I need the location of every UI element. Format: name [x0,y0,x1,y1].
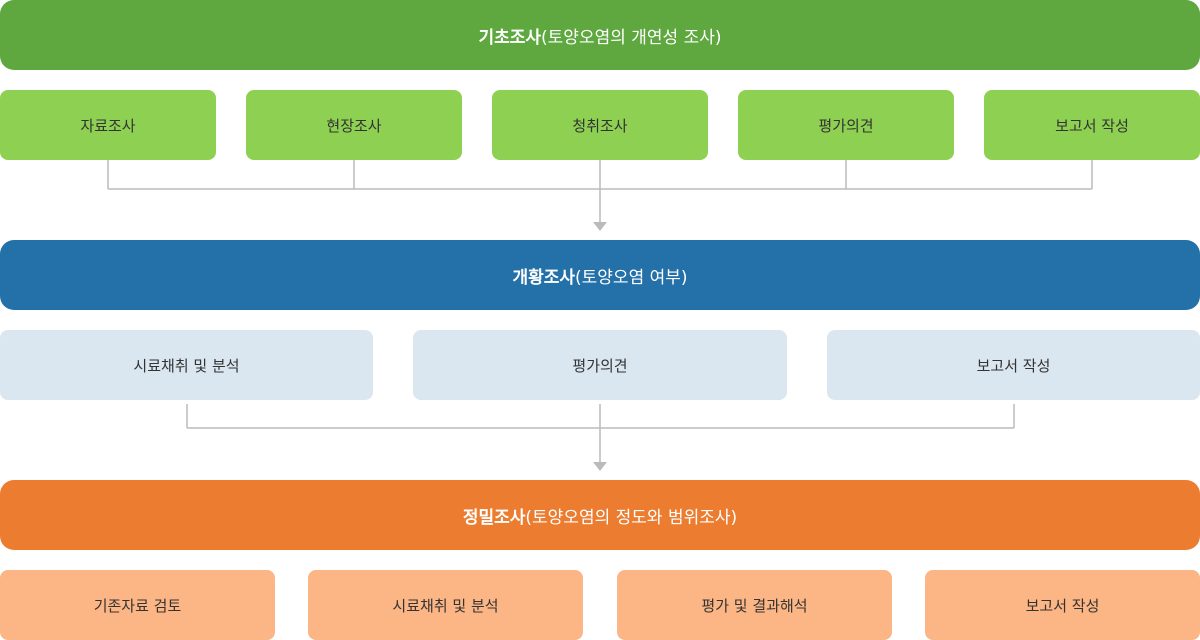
stage-detailed-survey-header: 정밀조사(토양오염의 정도와 범위조사) [0,480,1200,550]
step-box: 보고서 작성 [925,570,1200,640]
step-box: 평가 및 결과해석 [617,570,892,640]
step-box: 기존자료 검토 [0,570,275,640]
step-box: 평가의견 [738,90,954,160]
arrow-down-icon [593,462,607,471]
stage-general-survey-header: 개황조사(토양오염 여부) [0,240,1200,310]
step-box: 시료채취 및 분석 [308,570,583,640]
step-box: 시료채취 및 분석 [0,330,373,400]
step-box: 보고서 작성 [827,330,1200,400]
step-box: 현장조사 [246,90,462,160]
stage-title: 기초조사 [478,27,542,48]
stage-title: 개황조사 [512,267,576,288]
stage-basic-survey-header: 기초조사(토양오염의 개연성 조사) [0,0,1200,70]
step-box: 보고서 작성 [984,90,1200,160]
stage-subtitle: (토양오염의 정도와 범위조사) [525,507,738,528]
stage-subtitle: (토양오염 여부) [575,267,688,288]
step-box: 청취조사 [492,90,708,160]
step-box: 평가의견 [413,330,787,400]
stage-title: 정밀조사 [462,507,526,528]
step-box: 자료조사 [0,90,216,160]
arrow-down-icon [593,222,607,231]
stage-subtitle: (토양오염의 개연성 조사) [541,27,722,48]
